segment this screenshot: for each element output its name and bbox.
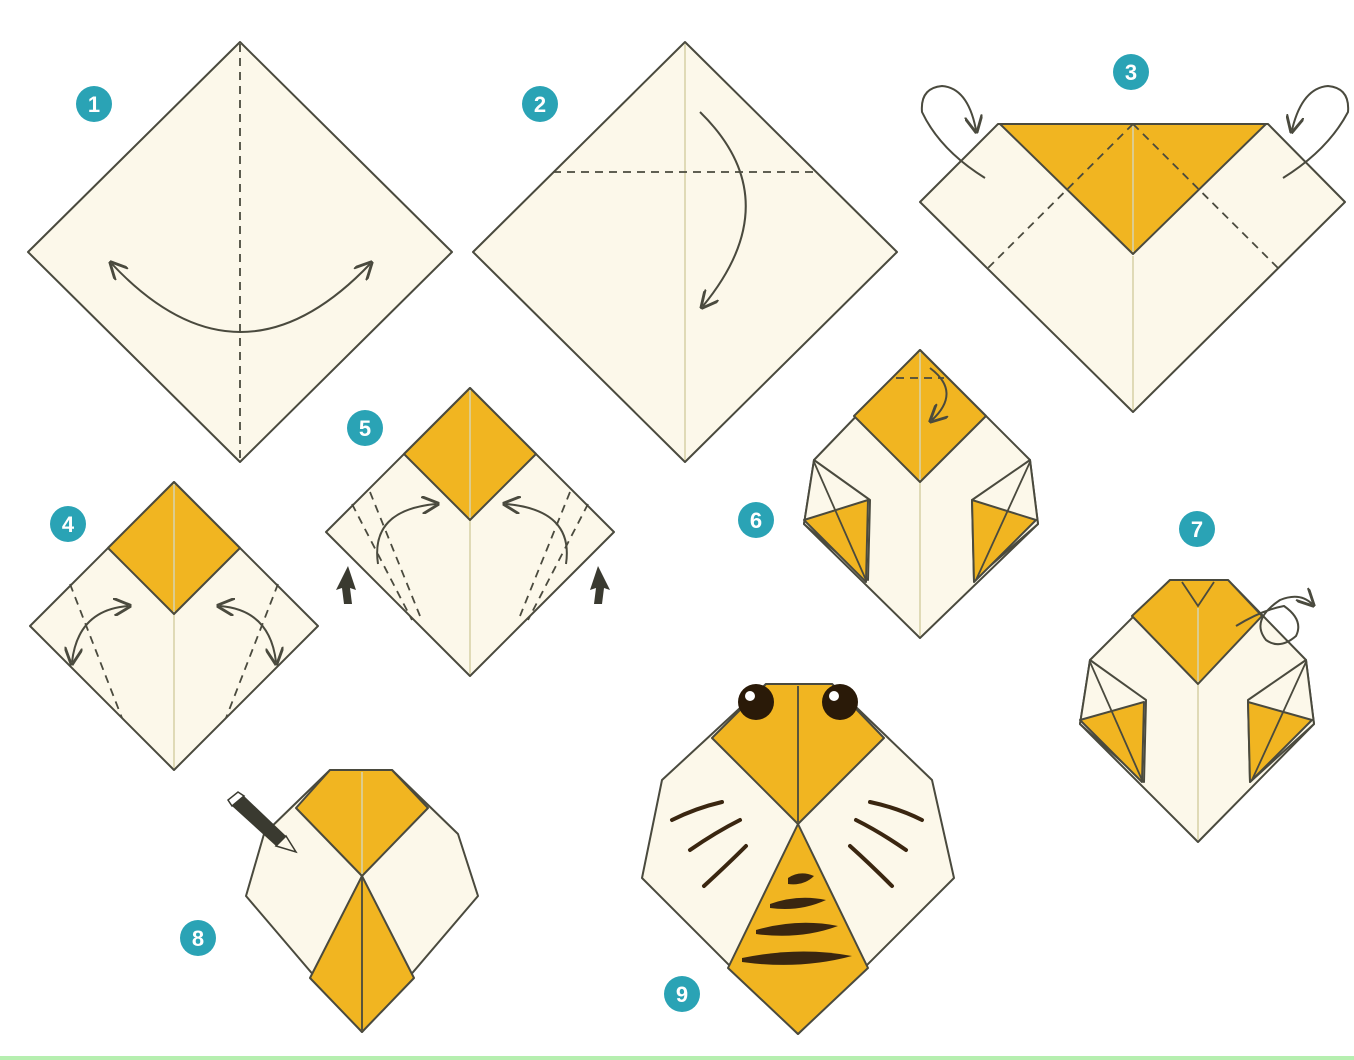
bottom-border [0, 1056, 1354, 1060]
step-badge-5: 5 [347, 410, 383, 446]
svg-text:5: 5 [359, 416, 371, 441]
svg-text:3: 3 [1125, 60, 1137, 85]
step-7-diagram [1080, 580, 1314, 842]
step-badge-4: 4 [50, 506, 86, 542]
bee-eye-right [822, 684, 858, 720]
step-badge-6: 6 [738, 502, 774, 538]
step-6-diagram [804, 350, 1038, 638]
step-3-diagram [920, 86, 1348, 412]
step-badge-2: 2 [522, 86, 558, 122]
step-8-diagram [228, 770, 478, 1032]
step-badge-1: 1 [76, 86, 112, 122]
step-badge-7: 7 [1179, 511, 1215, 547]
push-arrow-icon [336, 566, 356, 604]
svg-text:4: 4 [62, 512, 75, 537]
push-arrow-icon [590, 566, 610, 604]
step-badge-9: 9 [664, 976, 700, 1012]
svg-text:6: 6 [750, 508, 762, 533]
bee-eye-left [738, 684, 774, 720]
step-badge-3: 3 [1113, 54, 1149, 90]
svg-text:7: 7 [1191, 517, 1203, 542]
svg-text:9: 9 [676, 982, 688, 1007]
svg-text:8: 8 [192, 926, 204, 951]
svg-text:1: 1 [88, 92, 100, 117]
step-badge-8: 8 [180, 920, 216, 956]
svg-text:2: 2 [534, 92, 546, 117]
